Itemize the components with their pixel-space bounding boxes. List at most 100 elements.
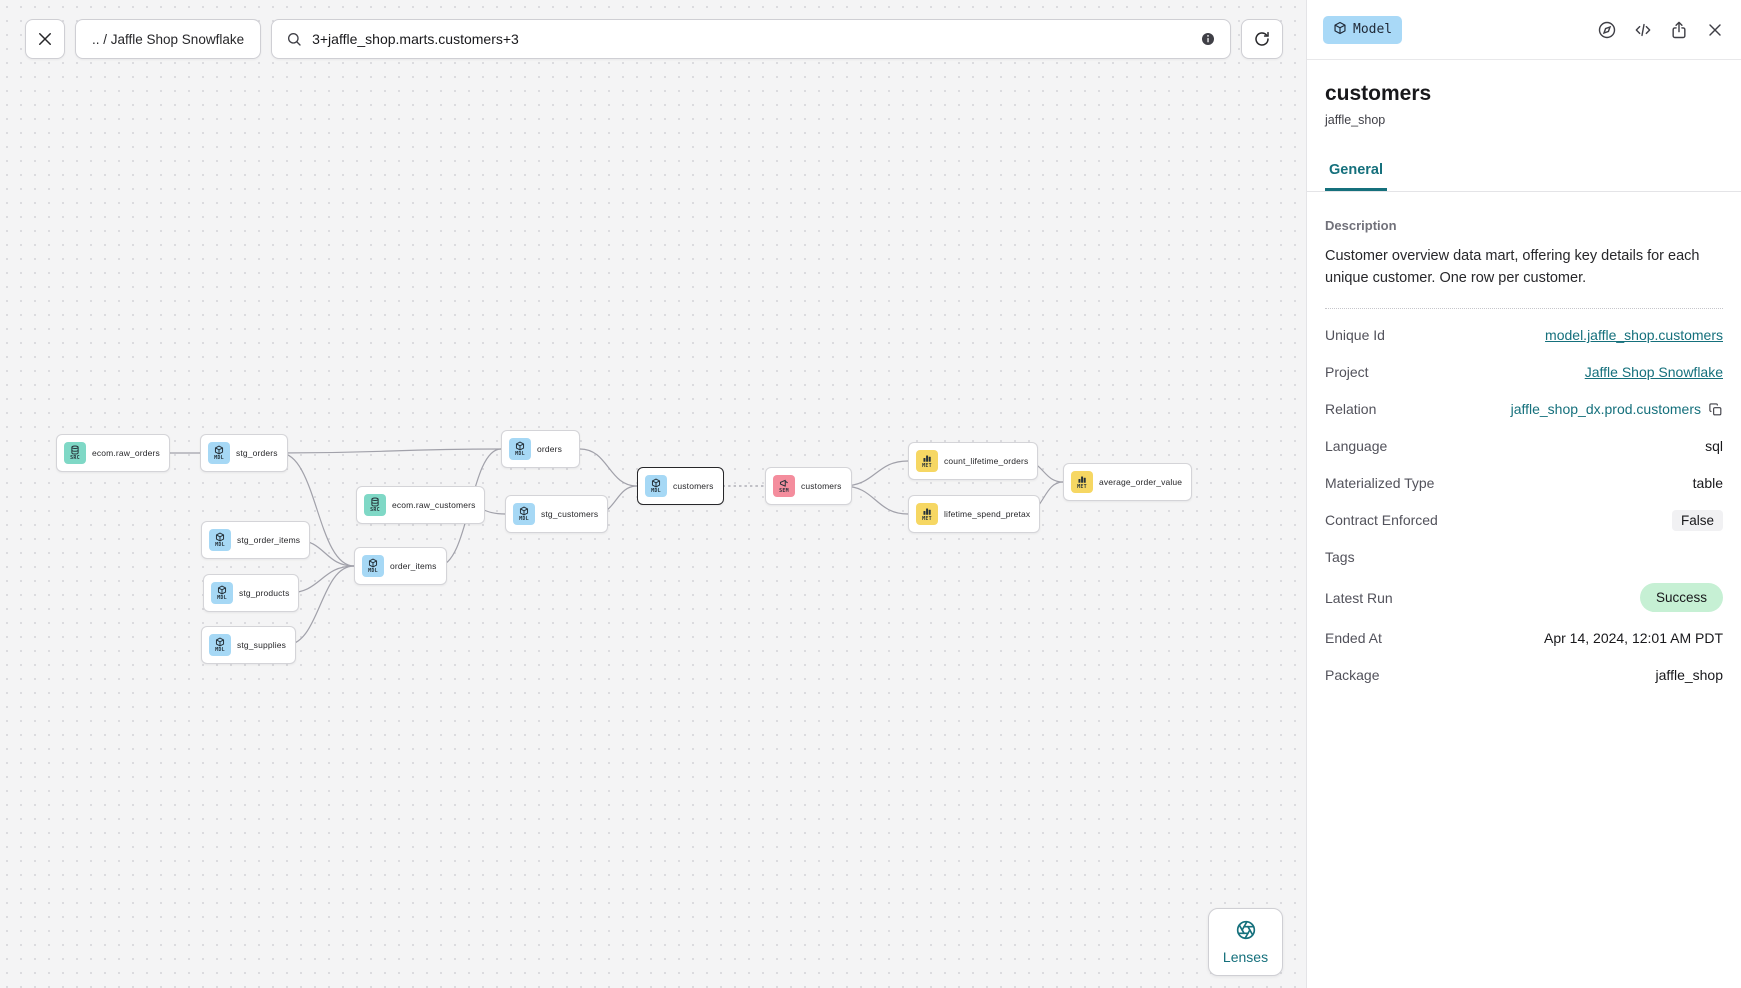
- field-row-relation: Relation jaffle_shop_dx.prod.customers: [1325, 391, 1723, 428]
- package-subtitle: jaffle_shop: [1325, 113, 1386, 127]
- tags-label: Tags: [1325, 549, 1355, 566]
- language-value: sql: [1705, 438, 1723, 455]
- cube-icon: MDL: [208, 442, 230, 464]
- node-label: stg_customers: [541, 509, 599, 519]
- node-label: stg_supplies: [237, 640, 287, 650]
- edge-stg_orders-to-orders: [279, 448, 502, 454]
- close-lineage-button[interactable]: [25, 19, 65, 59]
- ended-at-value: Apr 14, 2024, 12:01 AM PDT: [1544, 630, 1723, 647]
- search-icon: [286, 31, 302, 47]
- graph-node-customers_sem[interactable]: SEM customers: [765, 467, 852, 505]
- breadcrumb[interactable]: .. / Jaffle Shop Snowflake: [75, 19, 262, 59]
- metric-chart-icon: MET: [916, 450, 938, 472]
- panel-tabs: General: [1307, 161, 1741, 192]
- info-icon[interactable]: [1200, 31, 1216, 47]
- description-label: Description: [1325, 218, 1397, 233]
- cube-icon: MDL: [509, 438, 531, 460]
- refresh-button[interactable]: [1241, 19, 1283, 59]
- search-input[interactable]: [312, 31, 1190, 47]
- graph-node-order_items[interactable]: MDL order_items: [354, 547, 447, 585]
- package-label: Package: [1325, 667, 1380, 684]
- share-icon[interactable]: [1669, 20, 1689, 40]
- materialized-type-value: table: [1692, 475, 1723, 492]
- divider: [1325, 307, 1723, 309]
- unique-id-label: Unique Id: [1325, 327, 1385, 344]
- package-value: jaffle_shop: [1655, 667, 1723, 684]
- code-icon[interactable]: [1633, 20, 1653, 40]
- lenses-label: Lenses: [1222, 948, 1269, 965]
- cube-icon: MDL: [209, 634, 231, 656]
- field-row-materialized-type: Materialized Type table: [1325, 465, 1723, 502]
- node-label: customers: [673, 481, 714, 491]
- node-label: customers: [801, 481, 842, 491]
- graph-node-stg_supplies[interactable]: MDL stg_supplies: [201, 626, 297, 664]
- graph-node-raw_orders[interactable]: SRC ecom.raw_orders: [56, 434, 170, 472]
- page-title: customers: [1325, 82, 1432, 105]
- description-text: Customer overview data mart, offering ke…: [1325, 248, 1700, 287]
- database-icon: SRC: [64, 442, 86, 464]
- edge-orders-to-customers: [579, 448, 638, 487]
- close-panel-icon[interactable]: [1705, 20, 1725, 40]
- node-label: lifetime_spend_pretax: [944, 509, 1031, 519]
- node-label: stg_orders: [236, 448, 278, 458]
- details-panel: Model customers jaffle_shop General Desc…: [1306, 0, 1741, 988]
- field-row-package: Package jaffle_shop: [1325, 657, 1723, 694]
- graph-node-stg_customers[interactable]: MDL stg_customers: [505, 495, 609, 533]
- metric-chart-icon: MET: [1071, 471, 1093, 493]
- top-bar: .. / Jaffle Shop Snowflake: [25, 19, 1283, 59]
- relation-value: jaffle_shop_dx.prod.customers: [1510, 401, 1701, 418]
- field-row-unique-id: Unique Id model.jaffle_shop.customers: [1325, 317, 1723, 354]
- cube-icon: [1333, 21, 1347, 39]
- cube-icon: MDL: [513, 503, 535, 525]
- graph-node-raw_customers[interactable]: SRC ecom.raw_customers: [356, 486, 486, 524]
- cube-icon: MDL: [211, 582, 233, 604]
- ended-at-label: Ended At: [1325, 630, 1382, 647]
- cube-icon: MDL: [362, 555, 384, 577]
- lineage-search-bar: [271, 19, 1231, 59]
- field-row-contract-enforced: Contract Enforced False: [1325, 502, 1723, 539]
- graph-node-orders[interactable]: MDL orders: [501, 430, 580, 468]
- status-badge: Success: [1639, 583, 1723, 613]
- node-label: stg_order_items: [237, 535, 301, 545]
- node-label: orders: [537, 444, 562, 454]
- field-row-tags: Tags: [1325, 539, 1723, 576]
- node-label: order_items: [390, 561, 437, 571]
- project-link[interactable]: Jaffle Shop Snowflake: [1584, 364, 1723, 381]
- close-icon: [36, 30, 54, 48]
- relation-label: Relation: [1325, 401, 1377, 418]
- graph-node-average_order_value[interactable]: MET average_order_value: [1063, 463, 1193, 501]
- edge-customers_sem-to-count_lifetime_orders: [842, 460, 909, 487]
- edge-customers_sem-to-lifetime_spend_pretax: [842, 485, 909, 515]
- node-label: ecom.raw_orders: [92, 448, 160, 458]
- semantic-model-icon: SEM: [773, 475, 795, 497]
- refresh-icon: [1253, 30, 1271, 48]
- project-label: Project: [1325, 364, 1369, 381]
- copy-icon[interactable]: [1708, 402, 1723, 417]
- materialized-type-label: Materialized Type: [1325, 475, 1435, 492]
- contract-enforced-label: Contract Enforced: [1325, 512, 1438, 529]
- field-row-project: Project Jaffle Shop Snowflake: [1325, 354, 1723, 391]
- cube-icon: MDL: [645, 475, 667, 497]
- resource-type-badge: Model: [1323, 15, 1403, 44]
- node-label: average_order_value: [1099, 477, 1183, 487]
- panel-header-actions: [1597, 20, 1725, 40]
- database-icon: SRC: [364, 494, 386, 516]
- graph-node-stg_orders[interactable]: MDL stg_orders: [200, 434, 288, 472]
- aperture-icon: [1236, 920, 1256, 943]
- graph-node-customers[interactable]: MDL customers: [637, 467, 724, 505]
- lenses-button[interactable]: Lenses: [1208, 908, 1283, 976]
- tab-general[interactable]: General: [1325, 162, 1387, 191]
- graph-node-lifetime_spend_pretax[interactable]: MET lifetime_spend_pretax: [908, 495, 1041, 533]
- unique-id-link[interactable]: model.jaffle_shop.customers: [1545, 327, 1723, 344]
- metric-chart-icon: MET: [916, 503, 938, 525]
- explore-compass-icon[interactable]: [1597, 20, 1617, 40]
- contract-enforced-badge: False: [1671, 509, 1723, 531]
- node-label: ecom.raw_customers: [392, 500, 476, 510]
